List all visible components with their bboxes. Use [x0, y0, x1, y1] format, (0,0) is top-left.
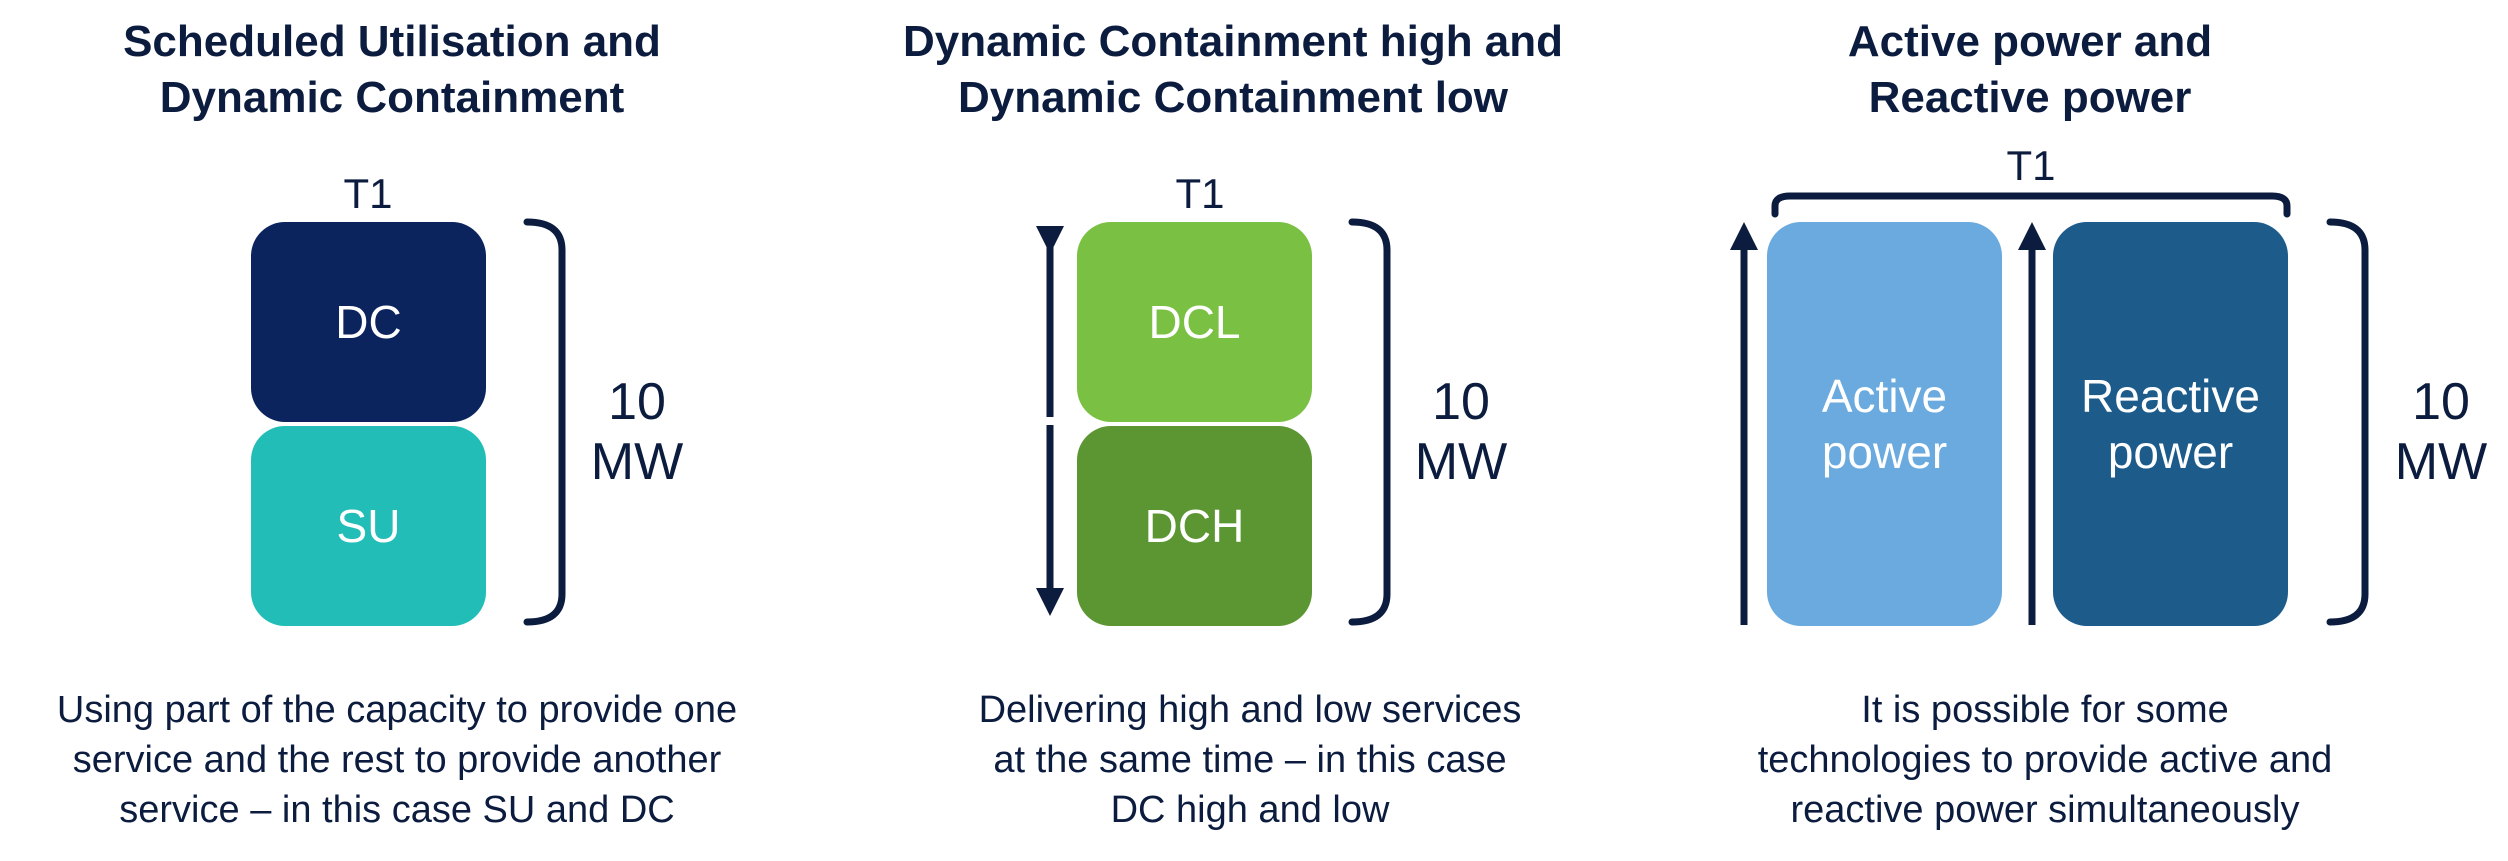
panel1-capacity: 10 MW: [590, 373, 684, 491]
panel2-description: Delivering high and low services at the …: [978, 689, 1522, 831]
panel2-time-label: T1: [1175, 170, 1225, 217]
bracket-icon: [2326, 218, 2369, 626]
dcl-box: DCL: [1077, 222, 1312, 422]
active-power-label-1: Active: [1821, 370, 1948, 422]
bracket-icon: [523, 218, 566, 626]
dc-box: DC: [251, 222, 486, 422]
su-label: SU: [336, 500, 401, 552]
panel3-title: Active power and Reactive power: [1847, 17, 2213, 122]
bracket-icon: [1771, 192, 2291, 218]
panel1-title: Scheduled Utilisation and Dynamic Contai…: [123, 17, 661, 122]
panel3-capacity: 10 MW: [2394, 373, 2488, 491]
su-box: SU: [251, 426, 486, 626]
panel2-capacity: 10 MW: [1414, 373, 1508, 491]
panel3-time-label: T1: [2006, 142, 2056, 189]
panel2-title: Dynamic Containment high and Dynamic Con…: [902, 17, 1564, 122]
active-power-label-2: power: [1821, 426, 1948, 478]
panel1-description: Using part of the capacity to provide on…: [56, 689, 738, 831]
dcl-label: DCL: [1148, 296, 1241, 348]
dch-box: DCH: [1077, 426, 1312, 626]
panel1-time-label: T1: [343, 170, 393, 217]
reactive-power-box: Reactive power: [2053, 222, 2288, 626]
dc-label: DC: [335, 296, 402, 348]
bracket-icon: [1348, 218, 1391, 626]
reactive-power-label-1: Reactive: [2081, 370, 2260, 422]
reactive-power-label-2: power: [2107, 426, 2234, 478]
dch-label: DCH: [1144, 500, 1245, 552]
panel3-description: It is possible for some technologies to …: [1757, 689, 2333, 831]
active-power-box: Active power: [1767, 222, 2002, 626]
